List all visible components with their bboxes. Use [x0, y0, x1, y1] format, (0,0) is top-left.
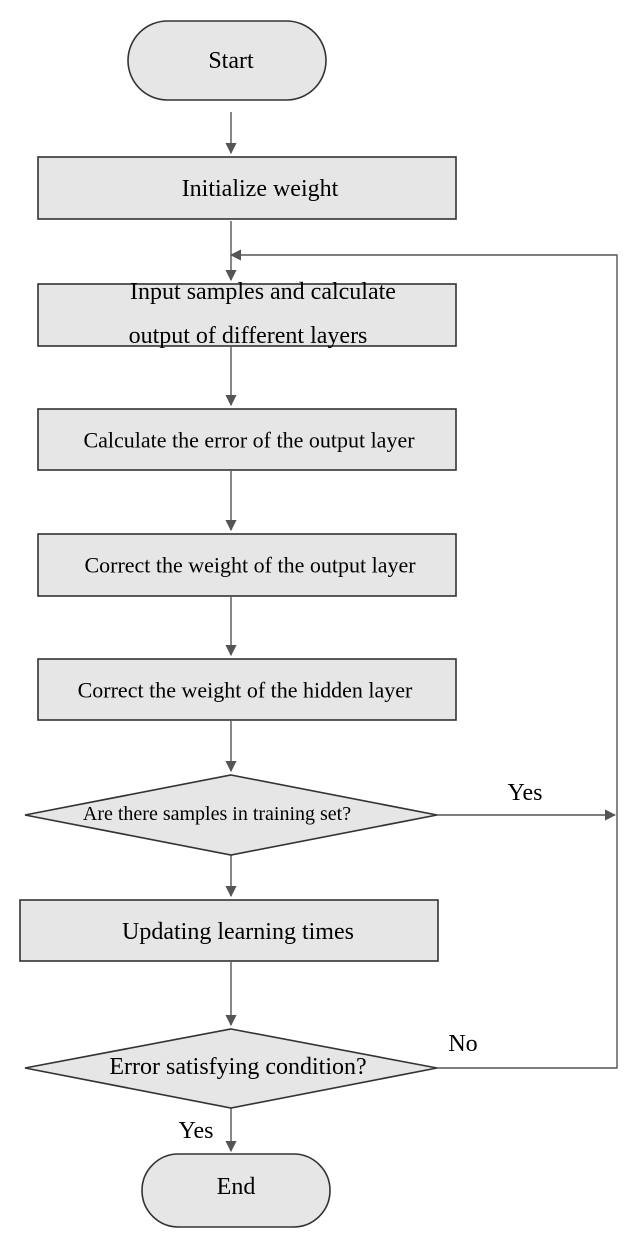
error-yes-label: Yes [179, 1118, 214, 1144]
calc-error-box [37, 408, 457, 471]
correct-hidden-label: Correct the weight of the hidden layer [78, 678, 413, 703]
input-samples-box [37, 283, 457, 347]
samples-decision-label: Are there samples in training set? [83, 803, 351, 825]
start-terminator [127, 20, 327, 101]
init-weight-box [37, 156, 457, 220]
end-label: End [217, 1174, 256, 1200]
correct-output-label: Correct the weight of the output layer [84, 553, 416, 578]
correct-hidden-box [37, 658, 457, 721]
loop-no-to-input [229, 249, 618, 1069]
error-decision-label: Error satisfying condition? [109, 1054, 366, 1080]
error-no-label: No [448, 1031, 477, 1057]
update-times-label: Updating learning times [122, 919, 354, 945]
init-weight-label: Initialize weight [182, 176, 339, 202]
calc-error-label: Calculate the error of the output layer [83, 428, 415, 453]
update-times-box [19, 899, 439, 962]
input-samples-label-line2: output of different layers [129, 323, 368, 349]
input-samples-label-line1: Input samples and calculate [130, 279, 396, 305]
end-terminator [141, 1153, 331, 1228]
samples-decision-diamond [24, 774, 438, 856]
start-label: Start [208, 48, 254, 74]
samples-yes-label: Yes [508, 780, 543, 806]
correct-output-box [37, 533, 457, 597]
error-decision-diamond [24, 1028, 438, 1109]
